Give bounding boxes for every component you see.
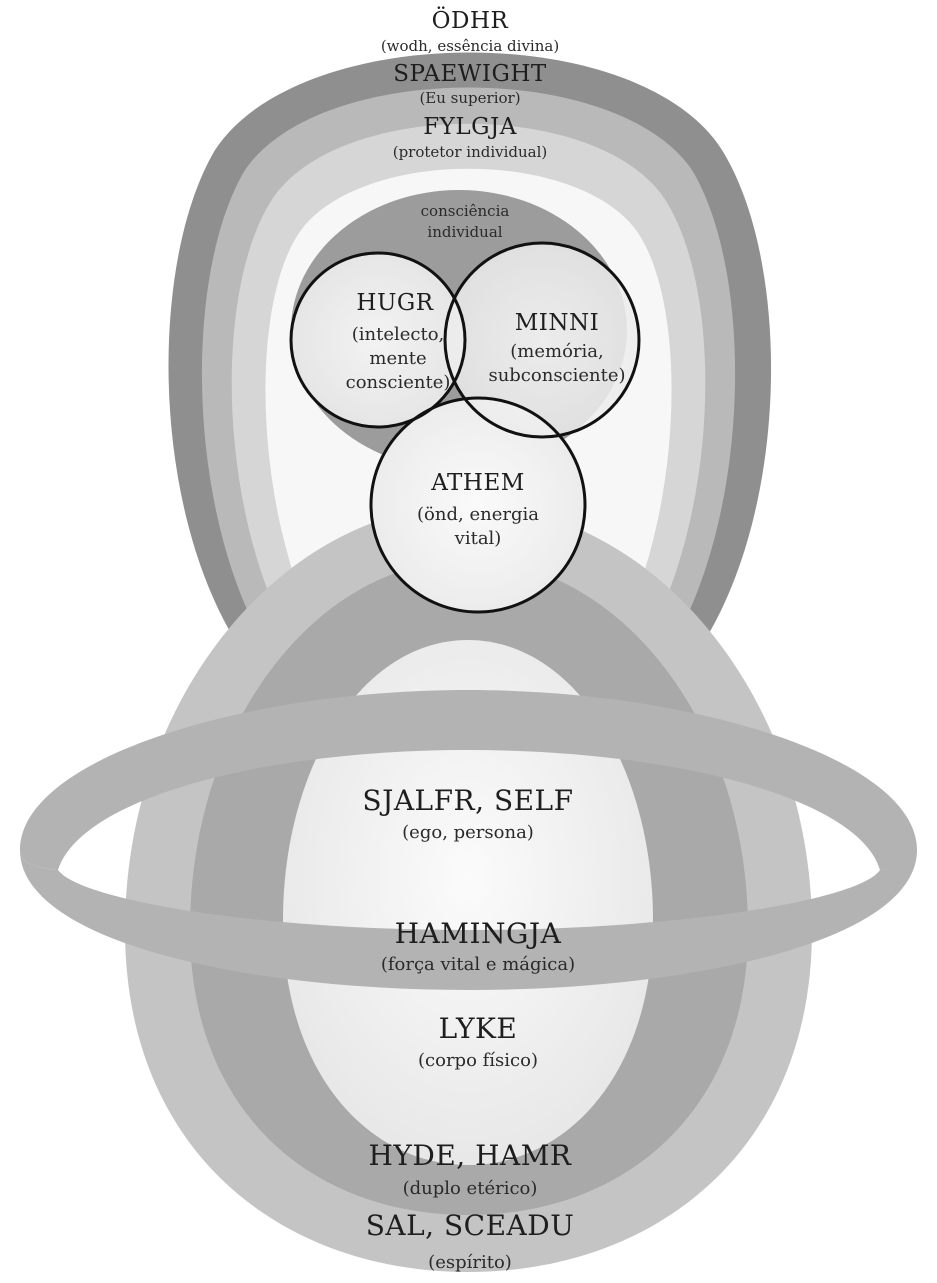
sjalfr-desc: (ego, persona) bbox=[402, 822, 534, 843]
hamingja-band bbox=[20, 690, 917, 990]
lyke-egg bbox=[283, 640, 653, 1165]
athem-name: ATHEM bbox=[430, 470, 525, 496]
hamingja-band-back bbox=[20, 690, 917, 870]
odhr-name: ÖDHR bbox=[432, 7, 509, 34]
hugr-circle bbox=[291, 253, 465, 427]
fylgja-desc: (protetor individual) bbox=[393, 143, 548, 161]
hyde-name: HYDE, HAMR bbox=[369, 1139, 572, 1172]
hugr-line1: (intelecto, bbox=[352, 324, 445, 345]
athem-outline bbox=[369, 396, 587, 614]
consciencia-line1: consciência bbox=[421, 202, 510, 220]
hugr-name: HUGR bbox=[356, 290, 433, 316]
sal-desc: (espírito) bbox=[428, 1252, 512, 1273]
lower-egg bbox=[125, 505, 812, 1272]
hamingja-name: HAMINGJA bbox=[395, 917, 562, 950]
minni-circle bbox=[445, 243, 639, 437]
hugr-line3: consciente) bbox=[346, 372, 451, 393]
sjalfr-name: SJALFR, SELF bbox=[362, 784, 573, 817]
spaewight-desc: (Eu superior) bbox=[419, 89, 520, 107]
venn-circles bbox=[289, 241, 641, 614]
lyke-desc: (corpo físico) bbox=[418, 1050, 538, 1071]
minni-outline bbox=[443, 241, 641, 439]
athem-line1: (önd, energia bbox=[417, 504, 539, 525]
labels: ÖDHR (wodh, essência divina) SPAEWIGHT (… bbox=[346, 7, 626, 1273]
lyke-name: LYKE bbox=[439, 1012, 518, 1045]
fylgja-name: FYLGJA bbox=[423, 114, 517, 140]
minni-line1: (memória, bbox=[510, 341, 603, 362]
sal-name: SAL, SCEADU bbox=[366, 1209, 575, 1242]
spaewight-name: SPAEWIGHT bbox=[393, 61, 547, 87]
minni-line2: subconsciente) bbox=[488, 365, 625, 386]
odhr-desc: (wodh, essência divina) bbox=[381, 37, 559, 55]
athem-circle bbox=[371, 398, 585, 612]
hamingja-desc: (força vital e mágica) bbox=[381, 954, 575, 975]
consciencia-line2: individual bbox=[427, 223, 502, 241]
hugr-line2: mente bbox=[369, 348, 426, 369]
minni-name: MINNI bbox=[515, 310, 599, 336]
hugr-outline bbox=[289, 251, 467, 429]
hyde-desc: (duplo etérico) bbox=[403, 1178, 538, 1199]
hamingja-band-front bbox=[20, 850, 917, 990]
athem-line2: vital) bbox=[454, 528, 502, 549]
